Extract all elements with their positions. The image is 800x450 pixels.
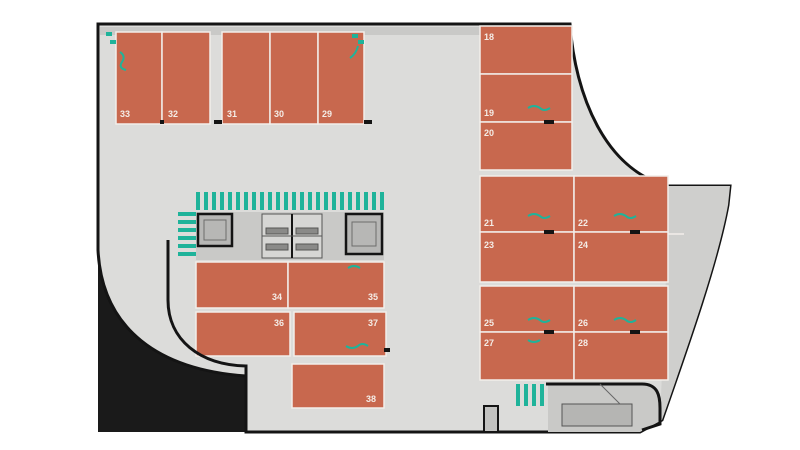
bay-group-center [195,261,387,409]
bay-label-38: 38 [366,394,376,404]
columns-right [544,120,640,334]
bay-labels: 33 32 31 30 29 18 19 20 21 22 23 24 25 2… [120,32,588,404]
bay-24[interactable] [573,231,669,283]
bay-29[interactable] [317,31,365,125]
bay-32[interactable] [161,31,211,125]
ev-charger-icon [119,45,637,349]
bay-label-34: 34 [272,292,282,302]
bay-36[interactable] [195,311,291,357]
central-core [196,212,384,260]
bay-28[interactable] [573,331,669,381]
bay-label-29: 29 [322,109,332,119]
bay-label-30: 30 [274,109,284,119]
bay-label-26: 26 [578,318,588,328]
bay-27[interactable] [479,331,575,381]
columns-top [160,120,372,124]
stairs-icon [261,213,323,259]
bay-label-28: 28 [578,338,588,348]
ramp-icon [483,382,662,433]
bay-31[interactable] [221,31,271,125]
exterior-void [98,250,246,432]
bay-label-25: 25 [484,318,494,328]
bay-label-33: 33 [120,109,130,119]
bay-label-32: 32 [168,109,178,119]
bay-label-19: 19 [484,108,494,118]
bay-label-20: 20 [484,128,494,138]
inner-ramp-wall [166,240,248,432]
bay-label-36: 36 [274,318,284,328]
bay-35[interactable] [287,261,385,309]
bay-20[interactable] [479,121,573,171]
bay-group-right [479,25,669,381]
bay-26[interactable] [573,285,669,333]
bay-label-18: 18 [484,32,494,42]
bay-group-top-row [115,31,365,125]
bay-34[interactable] [195,261,289,309]
bay-23[interactable] [479,231,575,283]
bay-38[interactable] [291,363,385,409]
ramp-annex [660,186,730,420]
bay-label-31: 31 [227,109,237,119]
bay-label-21: 21 [484,218,494,228]
bay-33[interactable] [115,31,163,125]
bay-label-22: 22 [578,218,588,228]
bay-label-24: 24 [578,240,588,250]
bay-label-37: 37 [368,318,378,328]
bay-37[interactable] [293,311,387,357]
elevator-icon [196,212,234,248]
elevator-icon [344,212,384,256]
pedestrian-crossing [106,32,544,406]
bay-label-27: 27 [484,338,494,348]
wall-shadow [100,27,568,35]
bay-25[interactable] [479,285,575,333]
bay-22[interactable] [573,175,669,233]
bay-21[interactable] [479,175,575,233]
bay-label-35: 35 [368,292,378,302]
bay-label-23: 23 [484,240,494,250]
